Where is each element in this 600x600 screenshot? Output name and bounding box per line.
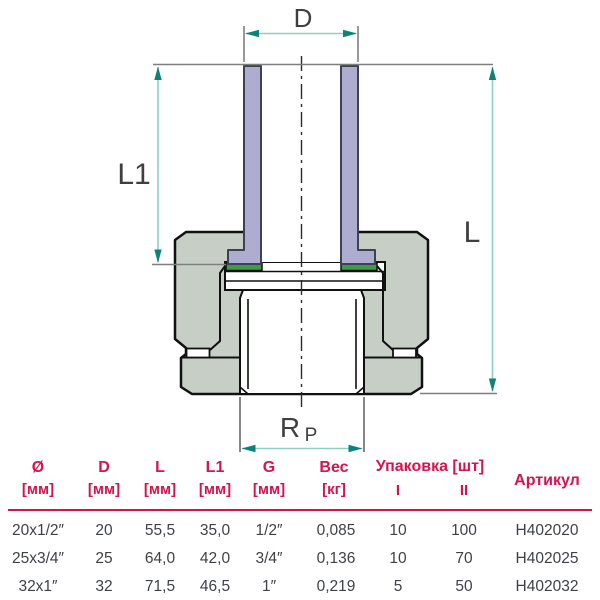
subcol-packing-i: I	[395, 482, 401, 499]
dimension-L: L	[420, 66, 497, 395]
cell-od: 32x1″	[18, 578, 58, 595]
cell-pack-ii: 70	[455, 550, 473, 567]
col-header-article: Артикул	[514, 472, 580, 489]
bore-chamfer-left	[239, 386, 249, 395]
cell-pack-ii: 50	[455, 578, 473, 595]
col-header-weight: Вес	[319, 459, 349, 476]
cell-d: 20	[95, 522, 113, 539]
spec-table: Ø D L L1 G Вес Упаковка [шт] Артикул [мм…	[0, 455, 600, 600]
hex-facet-right	[376, 265, 394, 351]
hex-facet-left	[209, 265, 226, 351]
cell-g: 1″	[261, 578, 277, 595]
col-header-packing: Упаковка [шт]	[375, 458, 485, 475]
unit-od: [мм]	[21, 481, 55, 498]
arrow-right	[348, 444, 363, 453]
cell-pack-i: 10	[389, 522, 407, 539]
cell-g: 3/4″	[255, 550, 283, 567]
pipe-wall-right	[340, 65, 376, 265]
subcol-packing-ii: II	[459, 482, 469, 499]
label-L: L	[464, 216, 481, 249]
cell-od: 20x1/2″	[11, 522, 65, 539]
cell-l1: 42,0	[199, 550, 231, 567]
cell-l: 55,5	[144, 522, 176, 539]
relief-notch-left	[185, 347, 211, 359]
cell-pack-i: 10	[389, 550, 407, 567]
dimension-L1: L1	[117, 66, 226, 266]
col-header-l: L	[155, 459, 165, 476]
bore-chamfer-right	[355, 386, 365, 395]
dimension-Rp: R P	[239, 397, 365, 453]
col-header-od: Ø	[31, 459, 45, 476]
label-Rp-sub: P	[305, 425, 318, 446]
col-header-d: D	[98, 459, 110, 476]
unit-l1: [мм]	[198, 481, 232, 498]
cell-l1: 35,0	[199, 522, 231, 539]
arrow-left	[241, 444, 256, 453]
cell-pack-ii: 100	[451, 522, 477, 539]
unit-d: [мм]	[87, 481, 121, 498]
cell-d: 25	[95, 550, 113, 567]
col-header-g: G	[262, 459, 276, 476]
label-L1: L1	[117, 158, 150, 191]
cell-article: H402025	[515, 550, 579, 567]
arrow-down	[154, 249, 162, 263]
cell-pack-i: 5	[393, 578, 403, 595]
cell-article: H402020	[515, 522, 579, 539]
arrow-up	[154, 66, 162, 80]
cell-od: 25x3/4″	[11, 550, 65, 567]
cell-g: 1/2″	[255, 522, 283, 539]
label-D: D	[294, 3, 313, 33]
arrow-down	[488, 378, 497, 392]
label-Rp-main: R	[280, 412, 300, 443]
cell-weight: 0,136	[316, 550, 356, 567]
cell-weight: 0,219	[316, 578, 356, 595]
pipe-wall-left	[227, 65, 262, 265]
cell-l: 64,0	[144, 550, 176, 567]
cell-weight: 0,085	[316, 522, 356, 539]
fitting-section-drawing: D L1 L R P	[117, 3, 497, 453]
cell-article: H402032	[515, 578, 579, 595]
relief-notch-right	[392, 347, 417, 359]
cell-d: 32	[95, 578, 113, 595]
unit-l: [мм]	[143, 481, 177, 498]
arrow-left	[245, 29, 259, 38]
col-header-l1: L1	[205, 459, 225, 476]
cell-l1: 46,5	[199, 578, 231, 595]
dimension-D: D	[243, 3, 359, 62]
unit-weight: [кг]	[322, 481, 346, 498]
arrow-right	[343, 29, 357, 38]
arrow-up	[488, 66, 497, 80]
cell-l: 71,5	[144, 578, 176, 595]
header-divider	[8, 509, 592, 511]
unit-g: [мм]	[252, 481, 286, 498]
